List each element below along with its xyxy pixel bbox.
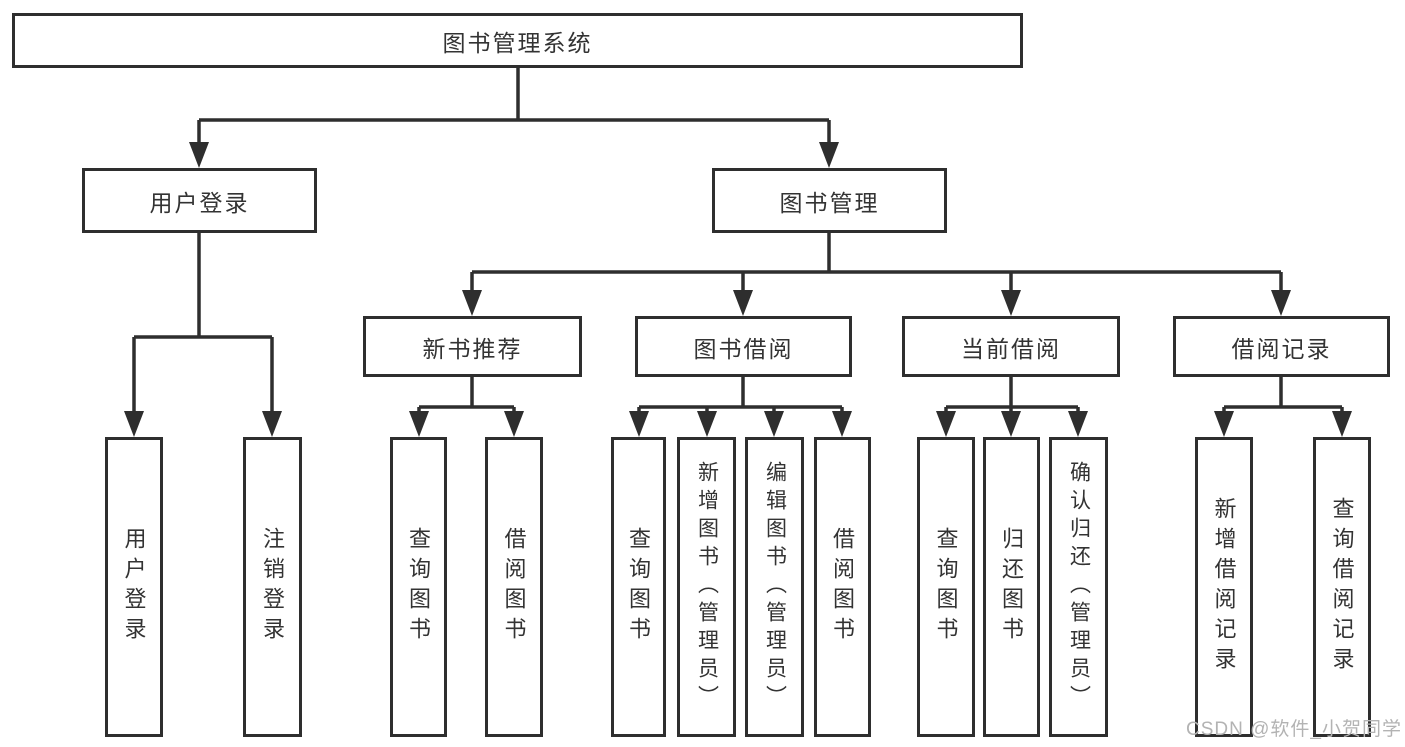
node-add-borrow-record: 新增借阅记录 [1195, 437, 1253, 737]
node-current-borrow: 当前借阅 [902, 316, 1120, 377]
node-label: 查询图书 [933, 527, 959, 647]
node-label: 编辑图书（管理员） [763, 461, 787, 713]
node-borrow-books-recommend: 借阅图书 [485, 437, 543, 737]
node-user-login-action: 用户登录 [105, 437, 163, 737]
node-label: 查询借阅记录 [1329, 497, 1355, 677]
node-book-management: 图书管理 [712, 168, 947, 233]
node-library-system: 图书管理系统 [12, 13, 1023, 68]
node-query-books-current: 查询图书 [917, 437, 975, 737]
node-confirm-return-admin: 确认归还（管理员） [1049, 437, 1108, 737]
node-edit-book-admin: 编辑图书（管理员） [745, 437, 804, 737]
node-query-borrow-record: 查询借阅记录 [1313, 437, 1371, 737]
node-label: 当前借阅 [961, 335, 1061, 362]
node-label: 借阅记录 [1231, 335, 1332, 362]
node-new-book-recommend: 新书推荐 [363, 316, 582, 377]
watermark-text: CSDN @软件_小贺同学 [1186, 719, 1402, 740]
node-borrow-books: 借阅图书 [814, 437, 871, 737]
node-label: 确认归还（管理员） [1067, 461, 1091, 713]
node-label: 用户登录 [149, 189, 250, 216]
node-label: 图书管理系统 [442, 29, 593, 56]
node-label: 新书推荐 [422, 335, 523, 362]
node-book-borrow: 图书借阅 [635, 316, 852, 377]
node-add-book-admin: 新增图书（管理员） [677, 437, 736, 737]
node-label: 图书管理 [779, 189, 880, 216]
node-label: 查询图书 [406, 527, 432, 647]
node-label: 归还图书 [999, 527, 1025, 647]
node-label: 新增图书（管理员） [695, 461, 719, 713]
node-label: 注销登录 [260, 527, 286, 647]
node-query-books-borrow: 查询图书 [611, 437, 666, 737]
node-user-login: 用户登录 [82, 168, 317, 233]
node-label: 用户登录 [121, 527, 147, 647]
node-label: 借阅图书 [501, 527, 527, 647]
node-label: 图书借阅 [693, 335, 794, 362]
node-label: 新增借阅记录 [1211, 497, 1237, 677]
node-query-books-recommend: 查询图书 [390, 437, 447, 737]
node-label: 查询图书 [626, 527, 652, 647]
node-return-book: 归还图书 [983, 437, 1040, 737]
node-borrow-records: 借阅记录 [1173, 316, 1390, 377]
node-logout: 注销登录 [243, 437, 302, 737]
node-label: 借阅图书 [830, 527, 856, 647]
